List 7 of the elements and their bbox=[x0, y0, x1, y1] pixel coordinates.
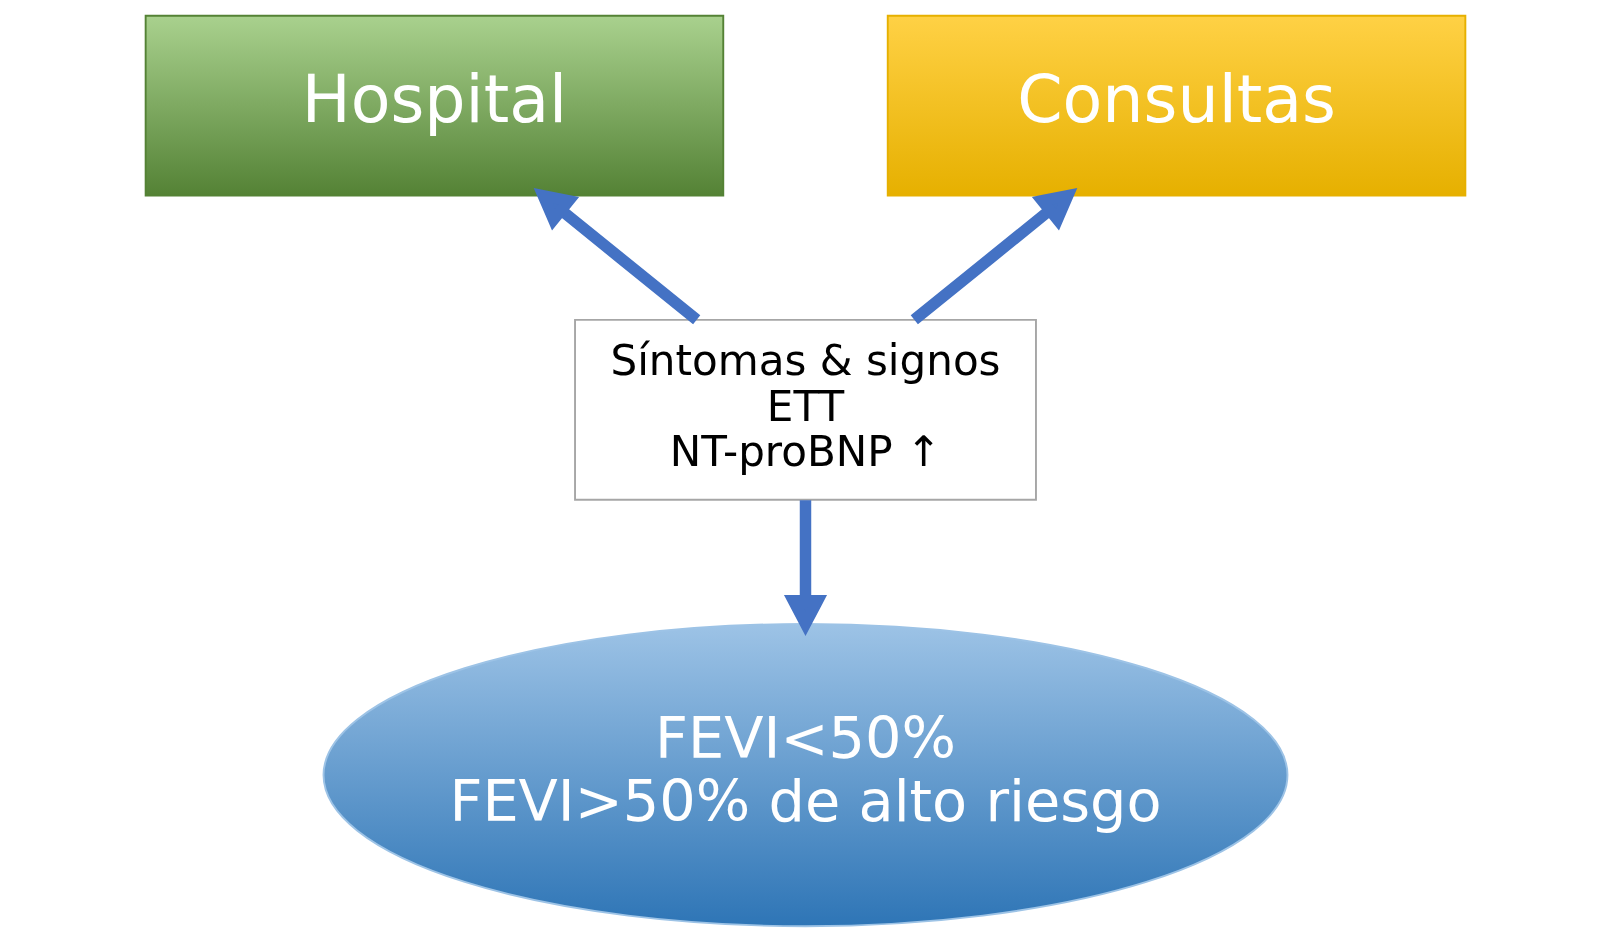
node-ellipse: FEVI<50% FEVI>50% de alto riesgo bbox=[322, 623, 1288, 928]
arrow bbox=[910, 187, 1077, 325]
node-box: Consultas bbox=[886, 14, 1466, 197]
node-box: Hospital bbox=[144, 14, 724, 197]
node-box: Síntomas & signos ETT NT-proBNP ↑ bbox=[573, 318, 1037, 501]
arrow bbox=[783, 500, 827, 637]
arrow bbox=[533, 187, 700, 325]
